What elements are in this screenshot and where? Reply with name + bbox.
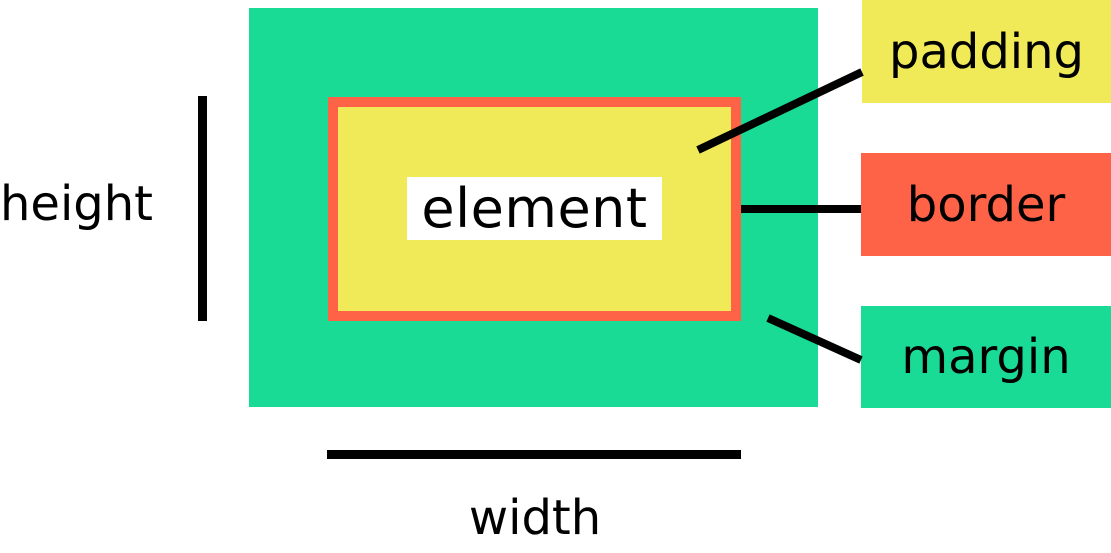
legend-padding: padding [862,0,1111,103]
legend-margin: margin [861,306,1111,408]
height-bar [198,96,207,321]
width-bar [327,450,741,459]
width-label: width [468,490,602,546]
element-content-label: element [407,177,662,240]
legend-border-label: border [906,176,1066,233]
legend-margin-label: margin [901,329,1071,385]
height-label: height [0,176,153,232]
legend-border: border [861,153,1111,256]
legend-padding-label: padding [888,23,1085,80]
